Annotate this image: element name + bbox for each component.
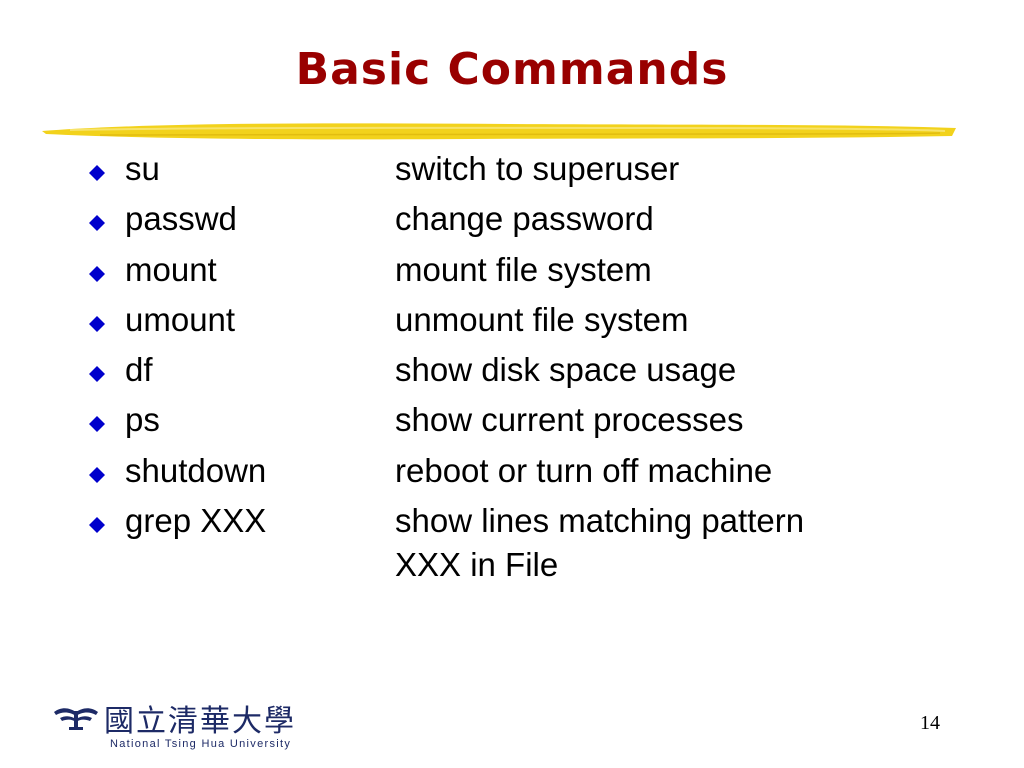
diamond-bullet-icon [89,315,105,332]
command-name: su [125,150,160,187]
command-description: unmount file system [395,300,689,338]
command-name: shutdown [125,451,267,489]
diamond-bullet-icon [89,416,105,433]
command-name: df [125,351,153,389]
command-description: reboot or turn off machine [395,451,773,489]
diamond-bullet-icon [89,466,105,483]
command-description: change password [395,200,654,238]
command-name: umount [125,300,236,338]
command-description: mount file system [395,250,652,288]
nthu-seal-icon [54,708,98,730]
title-underline-brush [42,123,956,140]
command-description-continuation: XXX in File [395,546,559,583]
diamond-bullet-icon [89,265,105,282]
diamond-bullet-icon [89,165,105,181]
university-name-chinese: 國立清華大學 [104,704,296,739]
command-name: ps [125,401,160,439]
diamond-bullet-icon [89,366,105,383]
command-name: grep XXX [125,502,267,540]
command-name: mount [125,250,217,288]
command-description: show lines matching pattern [395,502,805,540]
diamond-bullet-icon [89,517,105,534]
page-number: 14 [920,712,940,734]
command-description: switch to superuser [395,150,680,187]
slide-title: Basic Commands [295,44,729,95]
command-name: passwd [125,200,237,238]
diamond-bullet-icon [89,215,105,232]
command-description: show disk space usage [395,351,737,389]
university-name-english: National Tsing Hua University [110,738,292,750]
command-description: show current processes [395,401,744,439]
